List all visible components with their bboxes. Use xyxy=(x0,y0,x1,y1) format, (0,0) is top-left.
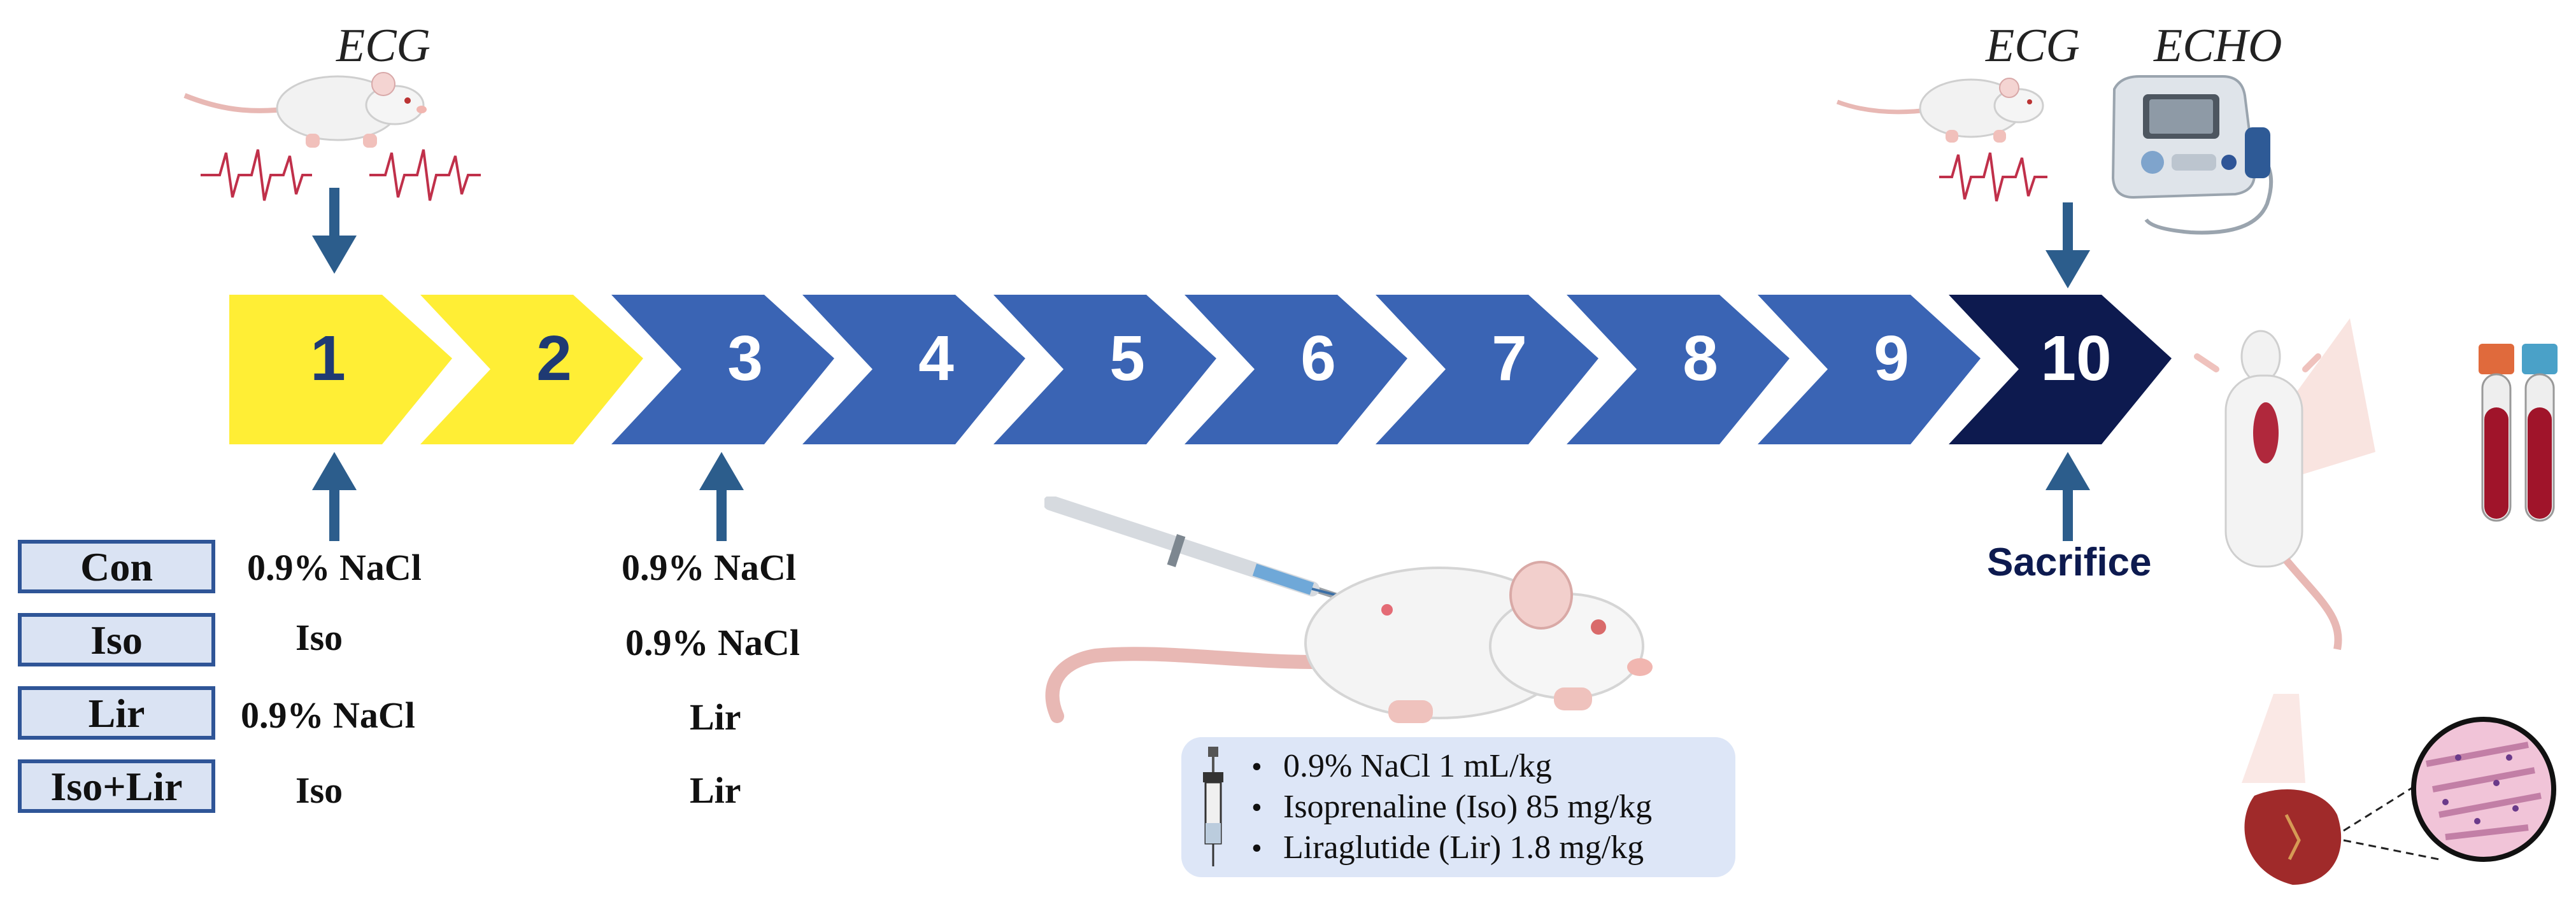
iso-lir-days-1-2-treatment: Iso xyxy=(295,770,343,811)
ecg-trace-icon-start xyxy=(201,149,481,201)
day-9-label: 9 xyxy=(1874,323,1909,394)
day-8-label: 8 xyxy=(1683,323,1718,394)
echo-label: ECHO xyxy=(2154,20,2282,72)
dose-item-lir: Liraglutide (Lir) 1.8 mg/kg xyxy=(1251,828,1652,868)
con-days-3-10-treatment: 0.9% NaCl xyxy=(622,547,796,588)
day-8-chevron xyxy=(1567,295,1790,444)
day-9-chevron xyxy=(1758,295,1981,444)
group-box-iso-lir: Iso+Lir xyxy=(18,759,215,813)
dose-list: 0.9% NaCl 1 mL/kg Isoprenaline (Iso) 85 … xyxy=(1251,746,1652,868)
heart-histology-icon xyxy=(2242,694,2556,885)
day-4-label: 4 xyxy=(918,323,954,394)
day-1-label: 1 xyxy=(310,323,346,394)
day-4-chevron xyxy=(802,295,1025,444)
dose-legend: 0.9% NaCl 1 mL/kg Isoprenaline (Iso) 85 … xyxy=(1181,737,1735,877)
syringe-icon xyxy=(1203,747,1223,866)
ecg-label-end: ECG xyxy=(1986,20,2080,72)
day-7-chevron xyxy=(1376,295,1598,444)
down-arrow-icon-day1 xyxy=(312,188,357,274)
group-box-lir: Lir xyxy=(18,686,215,740)
day-6-chevron xyxy=(1185,295,1407,444)
day-6-label: 6 xyxy=(1300,323,1336,394)
day-2-chevron xyxy=(420,295,643,444)
day-3-chevron xyxy=(611,295,834,444)
iso-days-1-2-treatment: Iso xyxy=(295,617,343,658)
blood-sample-tubes-icon xyxy=(2479,344,2558,522)
down-arrow-icon-day10 xyxy=(2046,202,2090,288)
timeline-shapes xyxy=(229,295,2172,444)
con-days-1-2-treatment: 0.9% NaCl xyxy=(247,547,422,588)
rat-icon-end xyxy=(1836,78,2044,143)
day-10-label: 10 xyxy=(2040,323,2112,394)
up-arrow-icon-day1 xyxy=(312,452,357,541)
day-10-chevron xyxy=(1949,295,2172,444)
lir-days-3-10-treatment: Lir xyxy=(690,696,741,738)
day-1-chevron xyxy=(229,295,452,444)
dose-item-nacl: 0.9% NaCl 1 mL/kg xyxy=(1251,746,1652,787)
group-box-iso: Iso xyxy=(18,613,215,666)
ecg-trace-icon-end xyxy=(1939,152,2047,202)
rat-injection-icon xyxy=(1045,561,1653,723)
dose-item-iso: Isoprenaline (Iso) 85 mg/kg xyxy=(1251,787,1652,828)
day-2-label: 2 xyxy=(536,323,572,394)
dissected-rat-icon xyxy=(2194,318,2375,651)
rat-icon-start xyxy=(183,72,427,148)
lir-days-1-2-treatment: 0.9% NaCl xyxy=(241,694,415,736)
iso-days-3-10-treatment: 0.9% NaCl xyxy=(625,622,800,663)
day-5-label: 5 xyxy=(1109,323,1145,394)
up-arrow-icon-day3 xyxy=(699,452,744,541)
day-5-chevron xyxy=(993,295,1216,444)
ecg-label-start: ECG xyxy=(336,20,431,72)
iso-lir-days-3-10-treatment: Lir xyxy=(690,770,741,811)
echo-machine-icon xyxy=(2111,75,2274,235)
day-3-label: 3 xyxy=(727,323,763,394)
group-box-con: Con xyxy=(18,540,215,593)
up-arrow-icon-day10 xyxy=(2046,452,2090,541)
sacrifice-label: Sacrifice xyxy=(1987,540,2152,584)
day-7-label: 7 xyxy=(1491,323,1527,394)
